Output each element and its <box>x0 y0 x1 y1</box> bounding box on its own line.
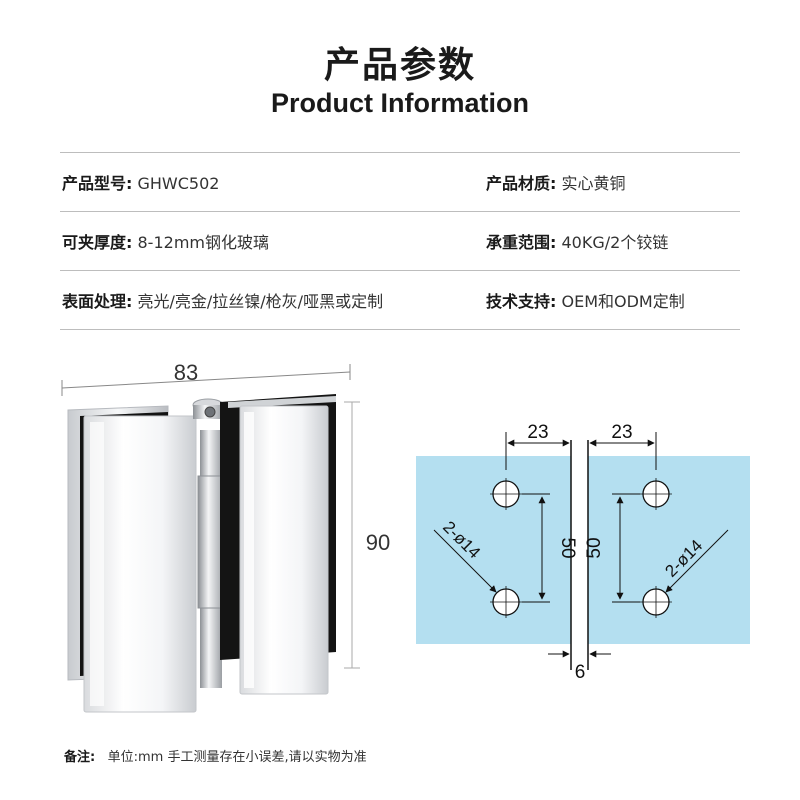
right-spacing-dimension: 50 <box>584 493 640 603</box>
spec-label: 可夹厚度: <box>62 233 133 252</box>
spec-label: 表面处理: <box>62 292 133 311</box>
left-offset-label: 23 <box>527 422 548 443</box>
right-top-hole <box>640 478 672 510</box>
glass-hole-diagram: 23 23 50 50 2-ø1 <box>416 422 750 683</box>
spec-value: 实心黄铜 <box>561 174 626 193</box>
spec-label: 承重范围: <box>486 233 557 252</box>
footnote-text: 单位:mm 手工测量存在小误差,请以实物为准 <box>107 750 367 765</box>
left-front-plate <box>83 415 197 713</box>
right-front-plate <box>239 405 329 695</box>
footnote: 备注: 单位:mm 手工测量存在小误差,请以实物为准 <box>64 746 367 765</box>
left-bottom-hole <box>490 586 522 618</box>
left-spacing-label: 50 <box>557 537 578 558</box>
gap-dimension: 6 <box>548 650 611 683</box>
spec-value: 40KG/2个铰链 <box>561 233 669 252</box>
height-label: 90 <box>366 530 390 555</box>
right-bottom-hole <box>640 586 672 618</box>
left-top-hole <box>490 478 522 510</box>
left-offset-dimension: 23 <box>505 422 570 470</box>
left-spacing-dimension: 50 <box>522 493 578 603</box>
spec-row: 可夹厚度: 8-12mm钢化玻璃 承重范围: 40KG/2个铰链 <box>60 211 740 270</box>
spec-value: 亮光/亮金/拉丝镍/枪灰/哑黑或定制 <box>137 292 384 311</box>
width-dimension: 83 <box>61 360 351 396</box>
spec-label: 技术支持: <box>486 292 557 311</box>
spec-model: 产品型号: GHWC502 <box>62 153 219 211</box>
right-glass-panel <box>588 456 750 644</box>
spec-value: GHWC502 <box>137 174 220 193</box>
spec-material: 产品材质: 实心黄铜 <box>486 153 626 211</box>
footnote-label: 备注: <box>64 750 96 765</box>
spec-value: 8-12mm钢化玻璃 <box>137 233 270 252</box>
right-offset-dimension: 23 <box>589 422 657 470</box>
left-glass-panel <box>416 456 571 644</box>
spec-thickness: 可夹厚度: 8-12mm钢化玻璃 <box>62 212 269 270</box>
spec-row: 产品型号: GHWC502 产品材质: 实心黄铜 <box>60 152 740 211</box>
spec-value: OEM和ODM定制 <box>561 292 685 311</box>
height-dimension: 90 <box>344 401 390 669</box>
spec-table: 产品型号: GHWC502 产品材质: 实心黄铜 可夹厚度: 8-12mm钢化玻… <box>60 152 740 330</box>
spec-load: 承重范围: 40KG/2个铰链 <box>486 212 668 270</box>
spec-label: 产品材质: <box>486 174 557 193</box>
page-subtitle: Product Information <box>271 88 529 118</box>
right-spacing-label: 50 <box>584 537 605 558</box>
page-title: 产品参数 <box>323 45 476 86</box>
gap-label: 6 <box>575 662 586 683</box>
width-label: 83 <box>174 360 198 385</box>
spec-support: 技术支持: OEM和ODM定制 <box>486 271 685 329</box>
hinge-product-illustration: 83 90 <box>61 360 390 713</box>
right-offset-label: 23 <box>611 422 632 443</box>
spec-label: 产品型号: <box>62 174 133 193</box>
spec-finish: 表面处理: 亮光/亮金/拉丝镍/枪灰/哑黑或定制 <box>62 271 383 329</box>
spec-row: 表面处理: 亮光/亮金/拉丝镍/枪灰/哑黑或定制 技术支持: OEM和ODM定制 <box>60 270 740 330</box>
screw-icon <box>204 406 216 418</box>
